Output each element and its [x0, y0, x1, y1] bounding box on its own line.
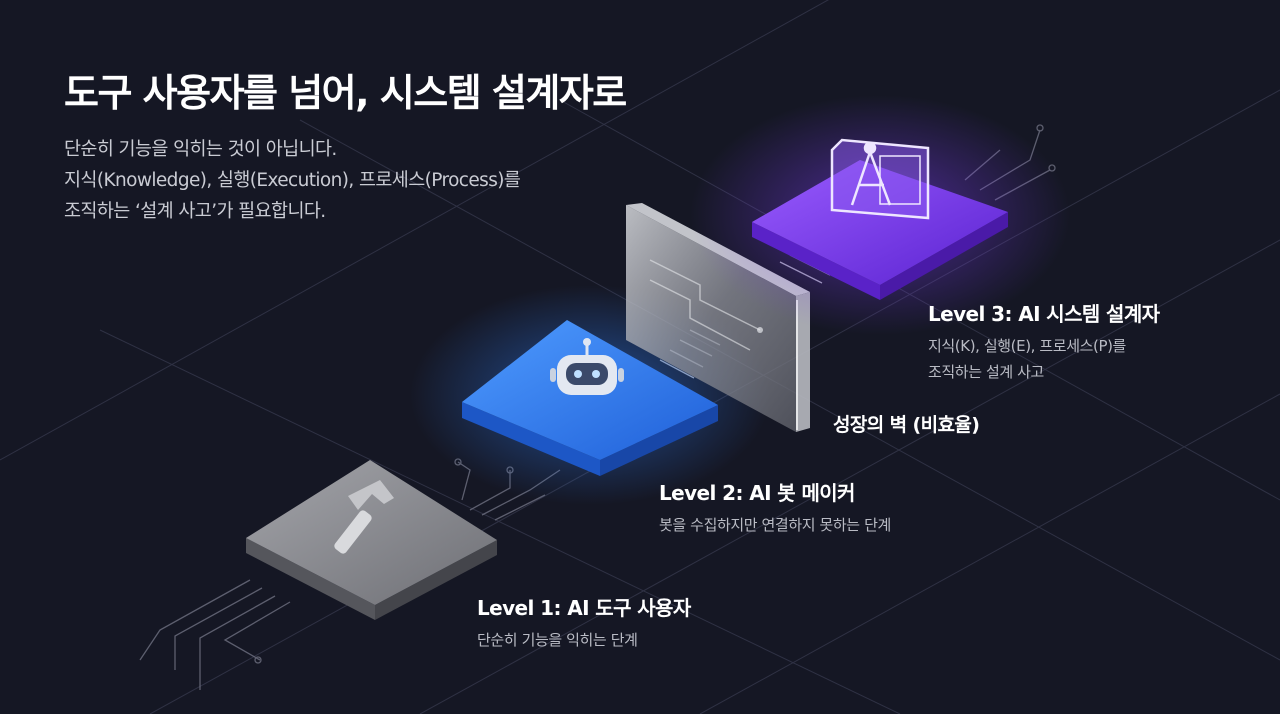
wall-label: 성장의 벽 (비효율) [833, 414, 980, 436]
description-line: 단순히 기능을 익히는 단계 [477, 631, 638, 649]
subtitle-line: 단순히 기능을 익히는 것이 아닙니다. [64, 139, 337, 160]
subtitle-line: 조직하는 ‘설계 사고’가 필요합니다. [64, 201, 326, 222]
level-2-platform [462, 320, 718, 476]
hammer-icon [334, 480, 394, 554]
level-3-platform [752, 138, 1008, 300]
description-line: 지식(K), 실행(E), 프로세스(P)를 [928, 337, 1126, 355]
description-line: 조직하는 설계 사고 [928, 363, 1044, 381]
level-1-platform [246, 460, 497, 620]
level-3-heading: Level 3: AI 시스템 설계자 [928, 302, 1160, 326]
subtitle: 단순히 기능을 익히는 것이 아닙니다. 지식(Knowledge), 실행(E… [64, 134, 521, 227]
robot-icon [550, 338, 624, 395]
level-2-description: 봇을 수집하지만 연결하지 못하는 단계 [659, 512, 891, 538]
level-3-description: 지식(K), 실행(E), 프로세스(P)를 조직하는 설계 사고 [928, 333, 1159, 385]
page-title: 도구 사용자를 넘어, 시스템 설계자로 [64, 71, 627, 115]
level-1-description: 단순히 기능을 익히는 단계 [477, 627, 691, 653]
level-3-label: Level 3: AI 시스템 설계자 지식(K), 실행(E), 프로세스(P… [928, 298, 1160, 385]
level-1-heading: Level 1: AI 도구 사용자 [477, 596, 691, 620]
level-1-label: Level 1: AI 도구 사용자 단순히 기능을 익히는 단계 [477, 592, 691, 653]
subtitle-line: 지식(Knowledge), 실행(Execution), 프로세스(Proce… [64, 170, 521, 191]
description-line: 봇을 수집하지만 연결하지 못하는 단계 [659, 516, 891, 534]
compass-blueprint-icon [830, 138, 930, 220]
level-2-label: Level 2: AI 봇 메이커 봇을 수집하지만 연결하지 못하는 단계 [659, 477, 891, 538]
level-2-heading: Level 2: AI 봇 메이커 [659, 481, 855, 505]
